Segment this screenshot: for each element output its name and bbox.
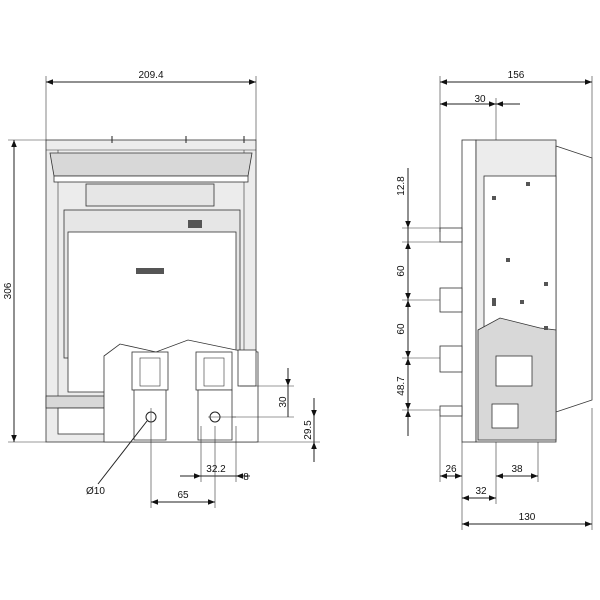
- front-view: 209.4 306 30 29.5 32.2 8 65 Ø10: [3, 70, 320, 508]
- dim-60b-label: 60: [396, 323, 407, 335]
- dim-48-7-label: 48.7: [396, 376, 407, 396]
- front-grip: [85, 183, 215, 207]
- dim-32-label: 32.2: [206, 464, 226, 475]
- dim-30-label: 30: [278, 396, 289, 408]
- hole-label: Ø10: [86, 486, 105, 497]
- side-rail-4: [439, 405, 463, 417]
- front-indicator: [188, 220, 202, 228]
- dim-8-label: 8: [243, 472, 249, 483]
- side-cover: [555, 145, 593, 413]
- dim-32-side-label: 32: [475, 486, 487, 497]
- dim-29-5-label: 29.5: [303, 420, 314, 440]
- front-plate-left: [133, 389, 167, 441]
- front-plate-right: [197, 389, 233, 441]
- front-cutaway: [103, 339, 259, 443]
- hole-leader: [97, 420, 148, 485]
- side-rail-3: [439, 345, 463, 373]
- dim-38-label: 38: [511, 464, 523, 475]
- dim-26-label: 26: [445, 464, 457, 475]
- side-dot-6: [520, 300, 524, 304]
- dim-width-label: 209.4: [138, 70, 163, 81]
- side-terminal: [491, 403, 519, 429]
- side-dot-4: [544, 282, 548, 286]
- front-clip-right-inner: [203, 357, 225, 387]
- front-clip-side: [237, 349, 257, 387]
- dim-height-label: 306: [3, 282, 14, 299]
- side-rail-2: [439, 287, 463, 313]
- front-lid-strip: [53, 175, 249, 183]
- dim-156-label: 156: [508, 70, 525, 81]
- side-dot-1: [492, 196, 496, 200]
- dim-12-8-label: 12.8: [396, 176, 407, 196]
- dim-60a-label: 60: [396, 265, 407, 277]
- side-dot-2: [526, 182, 530, 186]
- side-rail-1: [439, 227, 463, 243]
- side-dot-3: [506, 258, 510, 262]
- front-clip-right: [195, 351, 233, 391]
- front-lid: [49, 152, 253, 177]
- dim-65-label: 65: [177, 490, 189, 501]
- side-view: 156 30 12.8 60 60 48.7 26 38 32: [396, 70, 593, 530]
- side-dot-5: [492, 298, 496, 306]
- dim-130-label: 130: [519, 512, 536, 523]
- side-base: [461, 139, 477, 443]
- front-label-plate: [136, 268, 164, 274]
- side-clip: [495, 355, 533, 387]
- front-clip-left-inner: [139, 357, 161, 387]
- side-dot-7: [544, 326, 548, 330]
- dim-side-30-label: 30: [474, 94, 486, 105]
